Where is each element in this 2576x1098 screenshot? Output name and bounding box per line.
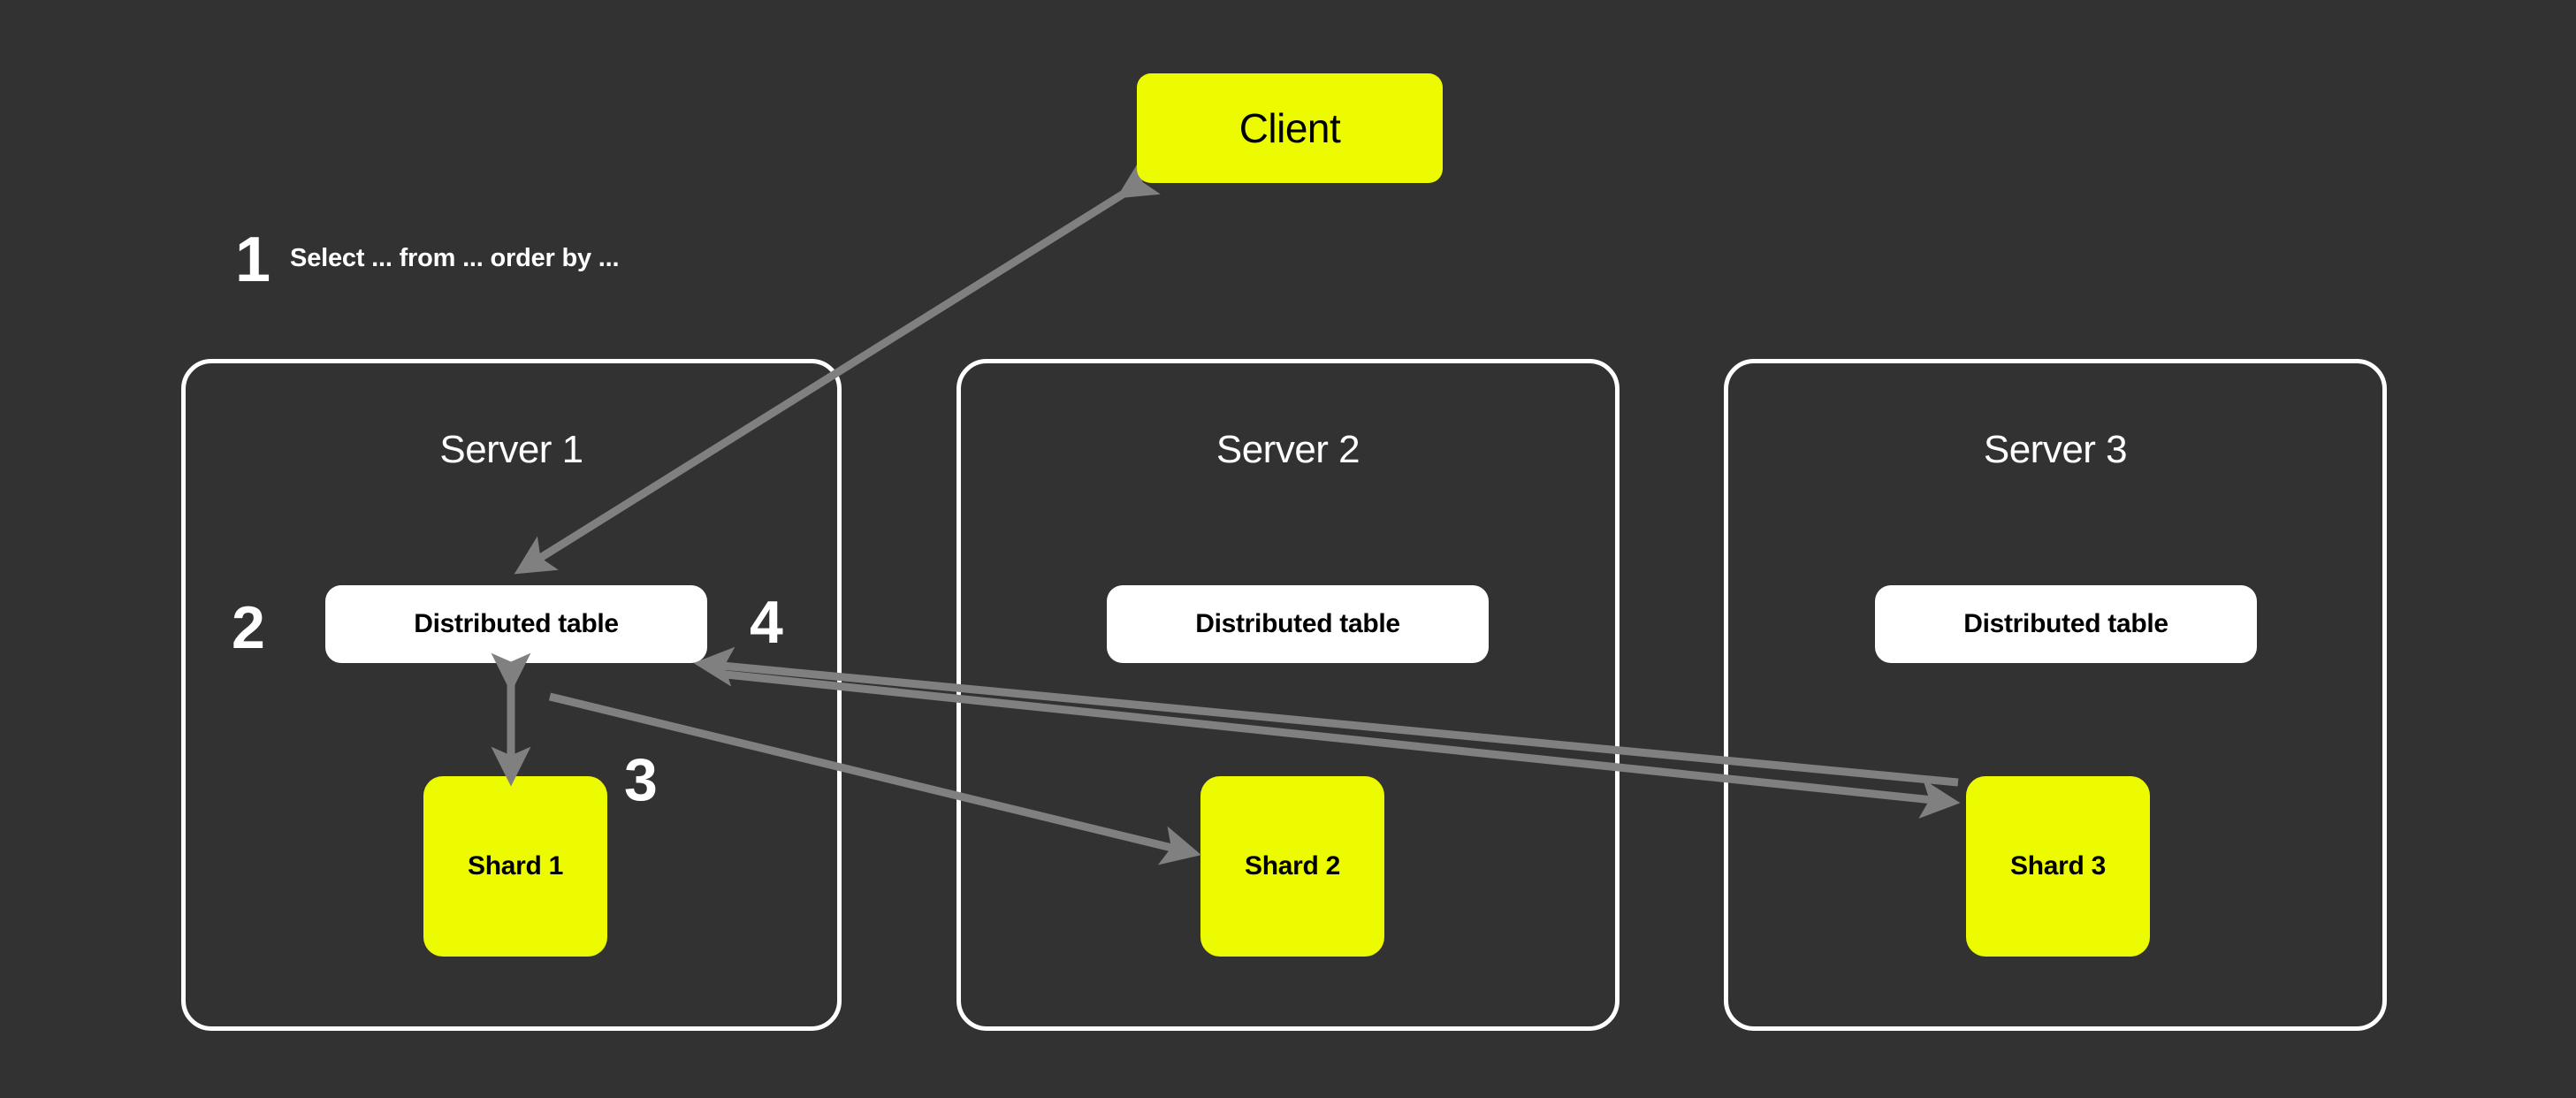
server-1-shard-label: Shard 1: [468, 851, 563, 881]
client-node[interactable]: Client: [1137, 73, 1443, 183]
server-2-distributed-table-label: Distributed table: [1195, 609, 1400, 638]
server-1-distributed-table[interactable]: Distributed table: [325, 585, 707, 663]
server-3-distributed-table[interactable]: Distributed table: [1875, 585, 2257, 663]
server-1-title: Server 1: [439, 428, 583, 471]
server-panel-1: Server 1 Distributed table Shard 1: [181, 359, 842, 1031]
step-number-3: 3: [624, 746, 658, 813]
step-number-2: 2: [232, 594, 265, 661]
server-3-title: Server 3: [1983, 428, 2128, 471]
step-number-1: 1: [235, 225, 271, 295]
step-1-query-text: Select ... from ... order by ...: [290, 243, 620, 272]
server-panel-2: Server 2 Distributed table Shard 2: [956, 359, 1620, 1031]
server-3-shard-label: Shard 3: [2010, 851, 2106, 881]
step-number-4: 4: [750, 589, 783, 656]
server-panel-3: Server 3 Distributed table Shard 3: [1724, 359, 2387, 1031]
server-1-distributed-table-label: Distributed table: [414, 609, 619, 638]
server-2-title: Server 2: [1216, 428, 1360, 471]
server-1-shard[interactable]: Shard 1: [423, 776, 607, 957]
client-label: Client: [1238, 105, 1341, 151]
server-3-distributed-table-label: Distributed table: [1963, 609, 2168, 638]
server-2-distributed-table[interactable]: Distributed table: [1107, 585, 1489, 663]
server-2-shard-label: Shard 2: [1245, 851, 1340, 881]
step-1-caption: 1 Select ... from ... order by ...: [235, 225, 620, 295]
server-3-shard[interactable]: Shard 3: [1966, 776, 2150, 957]
server-2-shard[interactable]: Shard 2: [1200, 776, 1384, 957]
